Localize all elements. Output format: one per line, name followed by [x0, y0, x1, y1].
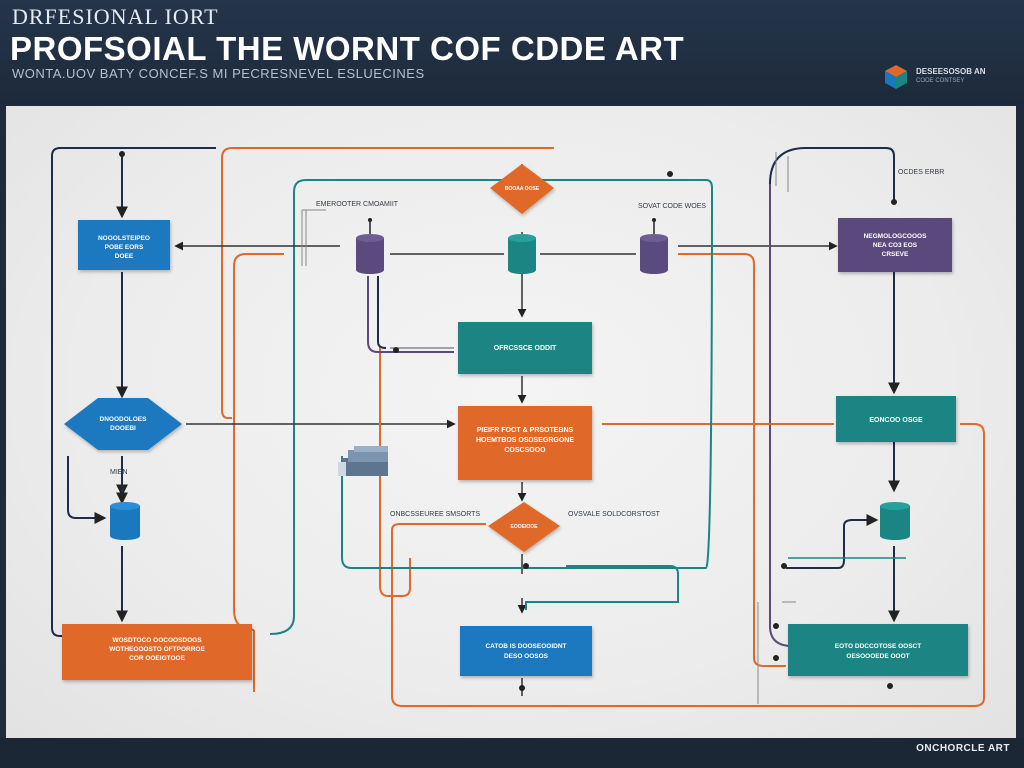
topleft-box: NOOOLSTEIPEO POBE EORS DOEE: [78, 220, 170, 270]
note-top-right: OCDES ERBR: [898, 169, 944, 176]
bottom-center-box-line-1: CATOB IS DOOSEOOIDNT: [485, 643, 566, 650]
junction-dots: [119, 151, 897, 691]
note-top-left: EMEROOTER CMOAMIIT: [316, 201, 399, 208]
line-right-db: [786, 514, 879, 569]
note-left-mid: MIEN: [110, 469, 128, 476]
server-icon: [338, 446, 388, 476]
line-orange-left: [233, 253, 284, 631]
line-orange-top: [221, 147, 554, 419]
topright-box-line-1: NEGMOLOGCOOOS: [864, 233, 928, 240]
bottom-right-box: EOTO DDCCOTOSE OOSCT OESOOOEDE OOOT: [788, 624, 968, 676]
decorative-bars: [301, 152, 796, 704]
database-icon: [356, 218, 384, 274]
line-teal-top: [458, 179, 713, 196]
line-navy-inner: [377, 276, 387, 349]
bottom-diamond: EOOEIOOE: [488, 502, 560, 552]
topleft-box-line-1: NOOOLSTEIPEO: [98, 235, 150, 242]
note-top-mid: SOVAT CODE WOES: [638, 203, 706, 210]
core-box: PIEIFR FOOT & PRSOTEBNS HOEMTBOS OSDSEGR…: [458, 406, 592, 480]
database-icon: [110, 502, 140, 540]
right-mid-box-line-1: EONCOO OSGE: [869, 417, 923, 424]
left-diamond-line-2: DOOEBI: [110, 425, 136, 432]
page-header: DRFESIONAL IORT PROFSOIAL THE WORNT COF …: [0, 0, 1024, 104]
top-diamond: BOOAA OOSE: [490, 164, 554, 214]
center-box: OFRCSSCE ODDIT: [458, 322, 592, 374]
line-orange-inner: [379, 346, 411, 597]
flowchart-diagram: NOOOLSTEIPEO POBE EORS DOEE NEGMOLOGCOOO…: [51, 147, 985, 707]
topright-box-line-2: NEA CO3 EOS: [873, 242, 918, 249]
left-diamond: DNOODOLOES DOOEBI: [64, 398, 182, 450]
page-subtitle: WONTA.UOV BATY CONCEF.S MI PECRESNEVEL E…: [12, 66, 425, 81]
bottom-left-box-line-3: COR OOEIGTOOE: [129, 655, 186, 662]
core-box-line-1: PIEIFR FOOT & PRSOTEBNS: [477, 427, 574, 434]
right-mid-box: EONCOO OSGE: [836, 396, 956, 442]
line-purple-right: [769, 184, 793, 647]
line-purple-inner: [367, 276, 454, 353]
database-icon: [508, 234, 536, 274]
bottom-center-box: CATOB IS DOOSEOOIDNT DESO OOSOS: [460, 626, 592, 676]
topright-box: NEGMOLOGCOOOS NEA CO3 EOS CRSEVE: [838, 218, 952, 272]
line-orange-right: [678, 253, 786, 667]
topright-box-line-3: CRSEVE: [882, 251, 909, 258]
bottom-right-box-line-2: OESOOOEDE OOOT: [846, 653, 909, 660]
page-title: PROFSOIAL THE WORNT COF CDDE ART: [10, 30, 685, 67]
bottom-diamond-line-1: EOOEIOOE: [511, 524, 539, 530]
brand-name: DESEESOSOB AN: [916, 67, 986, 76]
connector-lines: [51, 147, 985, 707]
core-box-line-2: HOEMTBOS OSDSEGRGONE: [476, 437, 574, 444]
cube-logo-icon: [885, 65, 907, 89]
topleft-box-line-3: DOEE: [115, 253, 134, 260]
line-navy-right: [769, 147, 895, 202]
header-overline: DRFESIONAL IORT: [12, 4, 219, 29]
diagram-canvas: NOOOLSTEIPEO POBE EORS DOEE NEGMOLOGCOOO…: [6, 106, 1016, 738]
bottom-left-box: WOSDTOCO OOCOOSDOGS WOTHEOOOSTO OFTPORRO…: [62, 624, 252, 680]
database-icon: [880, 502, 910, 540]
bottom-right-box-line-1: EOTO DDCCOTOSE OOSCT: [835, 643, 921, 650]
note-mid-left: ONBCSSEUREE SMSORTS: [390, 511, 480, 518]
bottom-left-box-line-2: WOTHEOOOSTO OFTPORROE: [109, 646, 205, 653]
footer-brand: ONCHORCLE ART: [916, 743, 1010, 754]
page-footer: ONCHORCLE ART: [0, 738, 1024, 768]
bottom-left-box-line-1: WOSDTOCO OOCOOSDOGS: [112, 637, 202, 644]
brand-block: DESEESOSOB AN COOE CONTSEY: [884, 64, 994, 94]
line-orange-bottom-loop: [391, 423, 985, 707]
database-icon: [640, 218, 668, 274]
top-diamond-line-1: BOOAA OOSE: [505, 186, 540, 192]
core-box-line-3: COSCSOOO: [504, 447, 546, 454]
left-diamond-line-1: DNOODOLOES: [100, 416, 148, 423]
brand-tagline: COOE CONTSEY: [916, 78, 965, 84]
center-box-line-1: OFRCSSCE ODDIT: [494, 345, 557, 352]
topleft-box-line-2: POBE EORS: [105, 244, 144, 251]
note-mid-right: OVSVALE SOLDCORSTOST: [568, 511, 661, 518]
bottom-center-box-line-2: DESO OOSOS: [504, 653, 549, 660]
line-teal-bottom: [341, 187, 713, 569]
line-diamond-db: [67, 456, 107, 524]
line-teal-left: [269, 179, 458, 635]
line-navy-left: [51, 147, 216, 637]
line-teal-center: [525, 565, 679, 610]
